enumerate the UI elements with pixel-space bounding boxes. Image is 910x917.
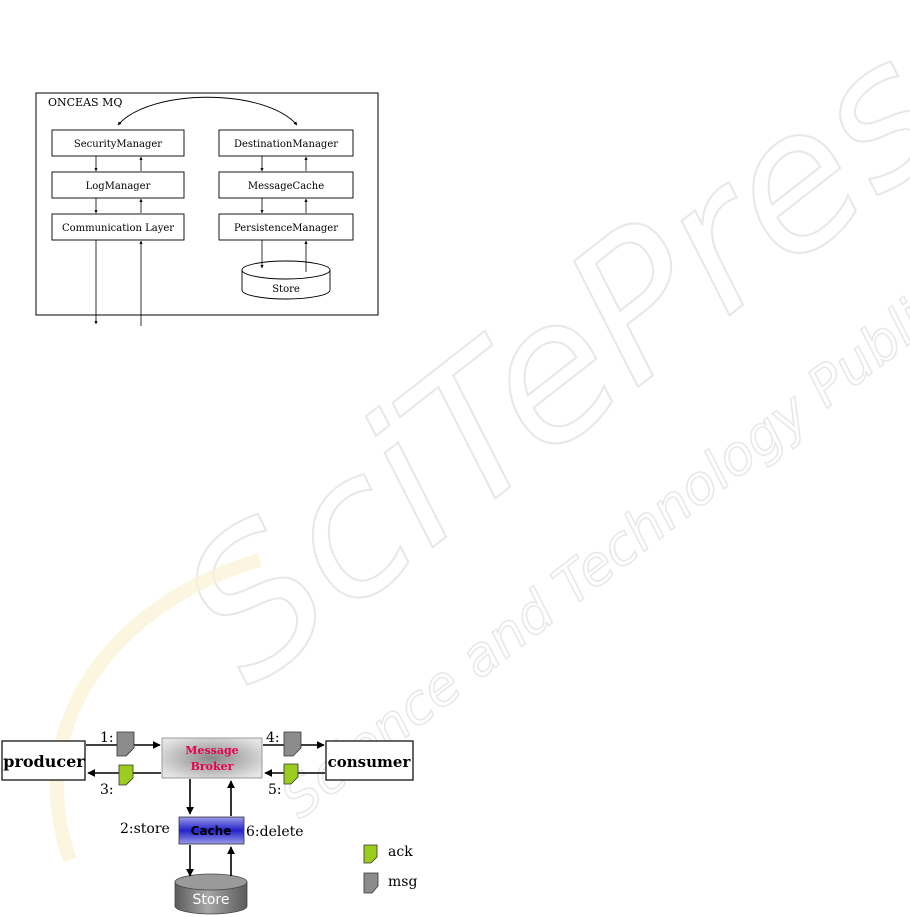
ack-icon-step3 xyxy=(119,765,133,785)
broker-label-line2: Broker xyxy=(191,760,234,773)
store-label: Store xyxy=(272,284,300,295)
frame-title: ONCEAS MQ xyxy=(48,96,122,109)
step-3-label: 3: xyxy=(100,782,114,798)
msg-icon-step1 xyxy=(117,732,134,756)
watermark: SciTePress Science and Technology Public… xyxy=(57,0,910,860)
step-1-label: 1: xyxy=(100,730,114,746)
consumer-label: consumer xyxy=(328,753,412,771)
message-cache-label: MessageCache xyxy=(248,181,324,192)
msg-icon-step4 xyxy=(284,732,301,756)
architecture-diagram: ONCEAS MQ SecurityManager LogManager Com… xyxy=(36,93,378,326)
legend-msg-label: msg xyxy=(388,874,417,890)
cache-label: Cache xyxy=(191,824,232,838)
step-4-label: 4: xyxy=(266,730,280,746)
security-manager-label: SecurityManager xyxy=(74,139,162,150)
step-6-label: 6:delete xyxy=(246,824,304,840)
flow-store-label: Store xyxy=(192,892,229,908)
step-2-label: 2:store xyxy=(120,821,170,837)
log-manager-label: LogManager xyxy=(86,181,151,192)
legend-ack-label: ack xyxy=(388,844,413,860)
producer-label: producer xyxy=(3,752,85,771)
communication-layer-label: Communication Layer xyxy=(62,223,174,234)
destination-manager-label: DestinationManager xyxy=(234,139,338,150)
legend-msg-icon xyxy=(364,873,378,893)
persistence-manager-label: PersistenceManager xyxy=(234,223,338,234)
legend-ack-icon xyxy=(364,845,377,863)
legend: ack msg xyxy=(364,844,417,893)
broker-label-line1: Message xyxy=(185,744,238,757)
top-curve-arrow xyxy=(118,97,297,125)
step-5-label: 5: xyxy=(268,782,282,798)
